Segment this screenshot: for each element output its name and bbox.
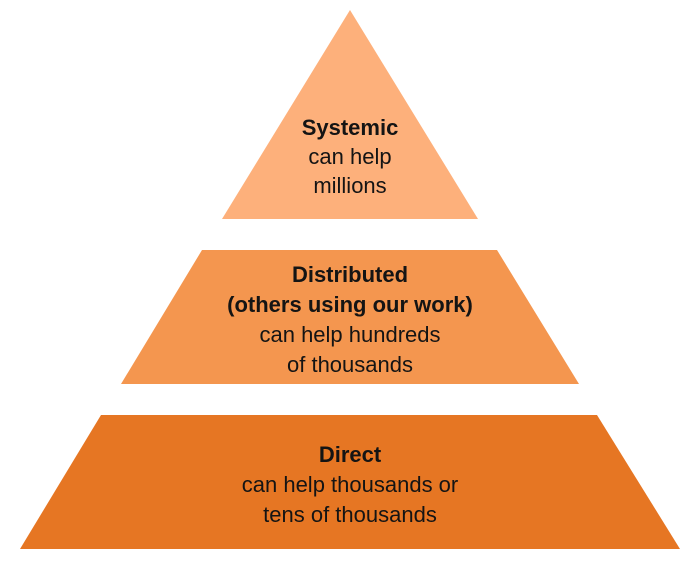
tier-systemic-title: Systemic — [301, 115, 399, 140]
tier-direct-line-2: tens of thousands — [263, 502, 437, 527]
tier-systemic-shape — [222, 10, 478, 219]
tier-distributed-label: Distributed (others using our work) can … — [0, 260, 700, 380]
tier-distributed-shape — [121, 250, 579, 384]
tier-direct-shape — [20, 415, 680, 549]
tier-direct-label: Direct can help thousands or tens of tho… — [0, 440, 700, 530]
tier-distributed-title: Distributed — [291, 262, 409, 287]
tier-systemic-line-2: millions — [313, 173, 387, 198]
tier-systemic-line-1: can help — [308, 144, 392, 169]
tier-distributed-line-2: of thousands — [287, 352, 413, 377]
tier-distributed-line-1: can help hundreds — [259, 322, 441, 347]
tier-systemic-label: Systemic can help millions — [0, 113, 700, 200]
tier-distributed-subtitle: (others using our work) — [227, 292, 473, 317]
tier-direct-line-1: can help thousands or — [241, 472, 459, 497]
tier-direct-title: Direct — [318, 442, 382, 467]
